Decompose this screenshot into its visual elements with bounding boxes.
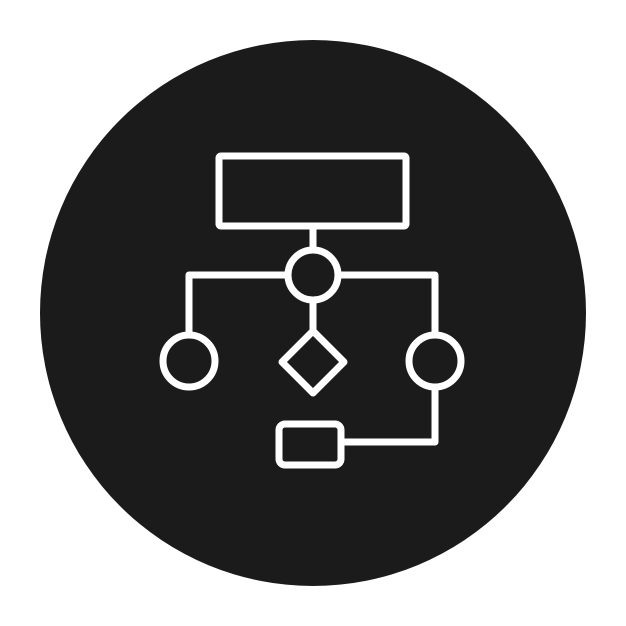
decision-diamond <box>278 327 348 397</box>
connector-right-branch <box>334 271 439 339</box>
terminator-box <box>275 420 345 469</box>
connector-right-to-terminator <box>337 383 439 446</box>
connector-left-branch <box>185 271 292 339</box>
flowchart-lines <box>159 152 465 469</box>
left-node <box>159 331 219 391</box>
